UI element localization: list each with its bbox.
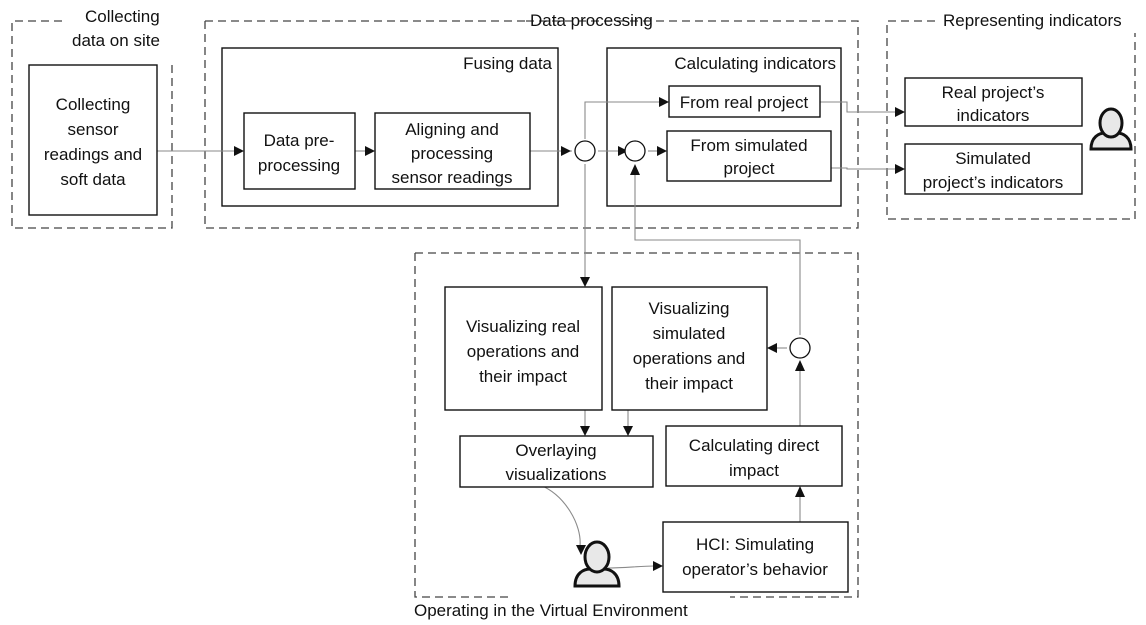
person-icon — [573, 540, 621, 588]
svg-text:readings and: readings and — [44, 145, 142, 164]
box-collect-sensor: Collecting sensor readings and soft data — [28, 64, 158, 216]
region-representing-frame — [886, 20, 1136, 220]
fusing-data-label: Fusing data — [463, 54, 552, 73]
connectors — [157, 101, 897, 569]
region-collecting-title-line2: data on site — [72, 31, 160, 50]
svg-text:project’s indicators: project’s indicators — [923, 173, 1063, 192]
svg-text:their impact: their impact — [645, 374, 733, 393]
svg-text:Simulated: Simulated — [955, 149, 1031, 168]
svg-text:Aligning and: Aligning and — [405, 120, 499, 139]
region-virtual-env-frame — [414, 252, 859, 598]
svg-text:Calculating direct: Calculating direct — [689, 436, 820, 455]
box-aligning-processing: Aligning and processing sensor readings — [374, 112, 531, 190]
svg-text:soft data: soft data — [60, 170, 126, 189]
svg-text:From real project: From real project — [680, 93, 809, 112]
svg-text:HCI: Simulating: HCI: Simulating — [696, 535, 814, 554]
svg-text:their impact: their impact — [479, 367, 567, 386]
svg-text:project: project — [723, 159, 774, 178]
region-processing-title: Data processing — [530, 11, 653, 30]
svg-text:Visualizing: Visualizing — [649, 299, 730, 318]
svg-text:Data pre-: Data pre- — [264, 131, 335, 150]
svg-text:simulated: simulated — [653, 324, 726, 343]
svg-text:sensor readings: sensor readings — [392, 168, 513, 187]
box-calculating-direct-impact: Calculating direct impact — [665, 425, 843, 487]
box-data-preprocessing: Data pre- processing — [243, 112, 356, 190]
box-from-real-project: From real project — [668, 85, 821, 118]
svg-text:Overlaying: Overlaying — [515, 441, 596, 460]
svg-text:From simulated: From simulated — [690, 136, 807, 155]
calculating-indicators-label: Calculating indicators — [674, 54, 836, 73]
box-overlaying: Overlaying visualizations — [459, 435, 654, 488]
region-collecting-title-line1: Collecting — [85, 7, 160, 26]
region-virtual-env-title: Operating in the Virtual Environment — [414, 601, 688, 620]
svg-text:Visualizing real: Visualizing real — [466, 317, 580, 336]
svg-text:visualizations: visualizations — [505, 465, 606, 484]
region-collecting-frame — [11, 20, 173, 229]
junction-circle-visual — [789, 337, 811, 359]
svg-text:impact: impact — [729, 461, 779, 480]
box-from-simulated-project: From simulated project — [666, 130, 832, 182]
svg-text:Real project’s: Real project’s — [942, 83, 1045, 102]
junction-circle-real — [574, 140, 596, 162]
svg-text:sensor: sensor — [67, 120, 118, 139]
svg-text:indicators: indicators — [957, 106, 1030, 125]
box-visualizing-simulated: Visualizing simulated operations and the… — [611, 286, 768, 411]
svg-text:operator’s behavior: operator’s behavior — [682, 560, 828, 579]
junction-circle-simulated — [624, 140, 646, 162]
box-hci-simulating: HCI: Simulating operator’s behavior — [662, 521, 849, 593]
person-icon — [1089, 107, 1133, 151]
box-real-indicators: Real project’s indicators — [904, 77, 1083, 127]
svg-text:processing: processing — [411, 144, 493, 163]
arrowheads — [234, 97, 905, 571]
box-simulated-indicators: Simulated project’s indicators — [904, 143, 1083, 195]
region-representing-title: Representing indicators — [943, 11, 1122, 30]
box-visualizing-real: Visualizing real operations and their im… — [444, 286, 603, 411]
svg-text:Collecting: Collecting — [56, 95, 131, 114]
region-processing-frame — [204, 20, 859, 229]
svg-text:operations and: operations and — [467, 342, 579, 361]
svg-text:operations and: operations and — [633, 349, 745, 368]
svg-text:processing: processing — [258, 156, 340, 175]
